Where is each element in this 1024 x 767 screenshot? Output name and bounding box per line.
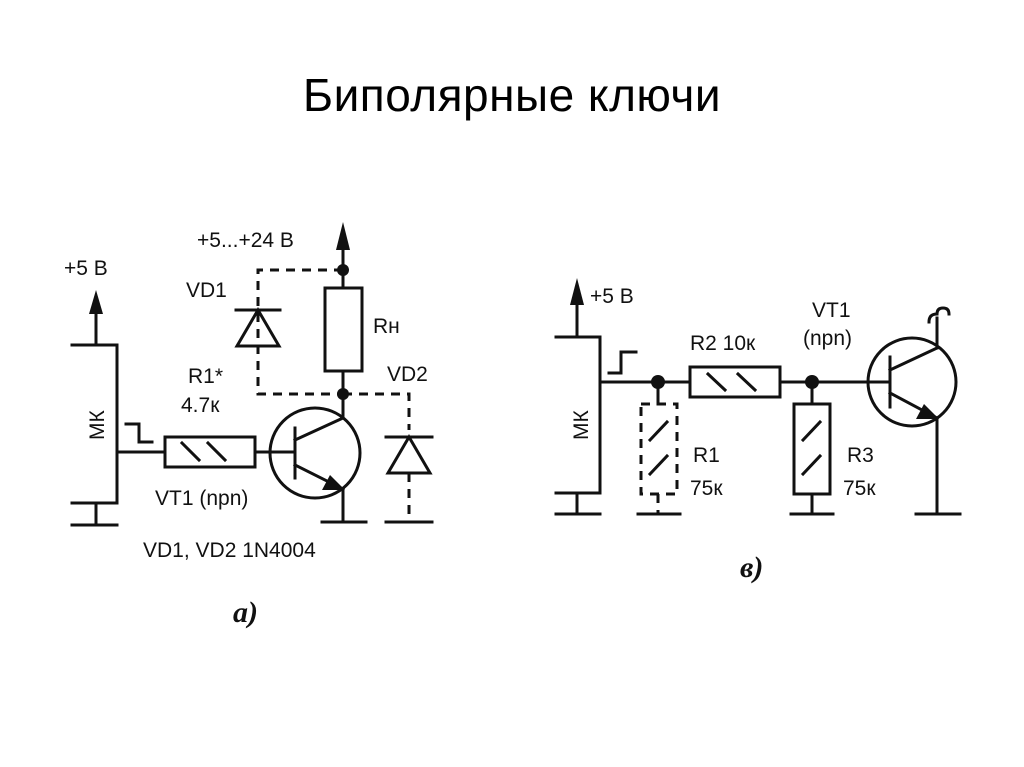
vd1-label: VD1: [186, 279, 227, 302]
diagram-a: +5 В МК R1* 4.7к: [64, 222, 434, 629]
r1-name-b: R1: [693, 444, 720, 467]
diodes-note: VD1, VD2 1N4004: [143, 539, 316, 562]
ground-icon: [70, 501, 119, 527]
r2-resistor: [688, 365, 782, 399]
load-connection-icon: [927, 306, 951, 324]
r2-label: R2 10к: [690, 332, 756, 355]
rload-resistor: [323, 268, 364, 396]
diagram-b: +5 В МК R1 75к R: [554, 278, 962, 584]
r1-value: 4.7к: [181, 394, 220, 417]
vt1-type-b: (npn): [803, 327, 852, 350]
mk-supply-arrow-icon: [570, 278, 584, 338]
page-title: Биполярные ключи: [302, 69, 722, 121]
r3-value: 75к: [843, 477, 876, 500]
vt1-transistor-icon: [860, 306, 962, 516]
mk-label-b: МК: [570, 410, 593, 440]
mk-supply-label: +5 В: [64, 257, 108, 280]
mk-label: МК: [86, 410, 109, 440]
r1-name: R1*: [188, 365, 223, 388]
r3-resistor: [789, 380, 835, 516]
r3-name: R3: [847, 444, 874, 467]
r1-resistor-b: [636, 380, 682, 516]
pulse-falling-icon: [124, 422, 154, 444]
load-supply-label: +5...+24 В: [197, 229, 294, 252]
r1-value-b: 75к: [690, 477, 723, 500]
pulse-rising-icon: [607, 350, 638, 375]
mk-supply-label-b: +5 В: [590, 285, 634, 308]
mk-supply-arrow-icon: [89, 290, 103, 347]
vd1-diode-icon: [234, 268, 343, 396]
vd2-label: VD2: [387, 363, 428, 386]
rload-label: Rн: [373, 315, 400, 338]
vt1-label: VT1 (npn): [155, 487, 248, 510]
caption-a: a): [233, 596, 258, 629]
vt1-name-b: VT1: [812, 299, 851, 322]
vt1-transistor-icon: [268, 406, 362, 500]
ground-icon: [554, 491, 602, 516]
vd2-diode-icon: [343, 392, 434, 524]
caption-b: в): [740, 551, 763, 584]
r1-resistor: [163, 435, 257, 469]
load-supply-arrow-icon: [336, 222, 350, 272]
